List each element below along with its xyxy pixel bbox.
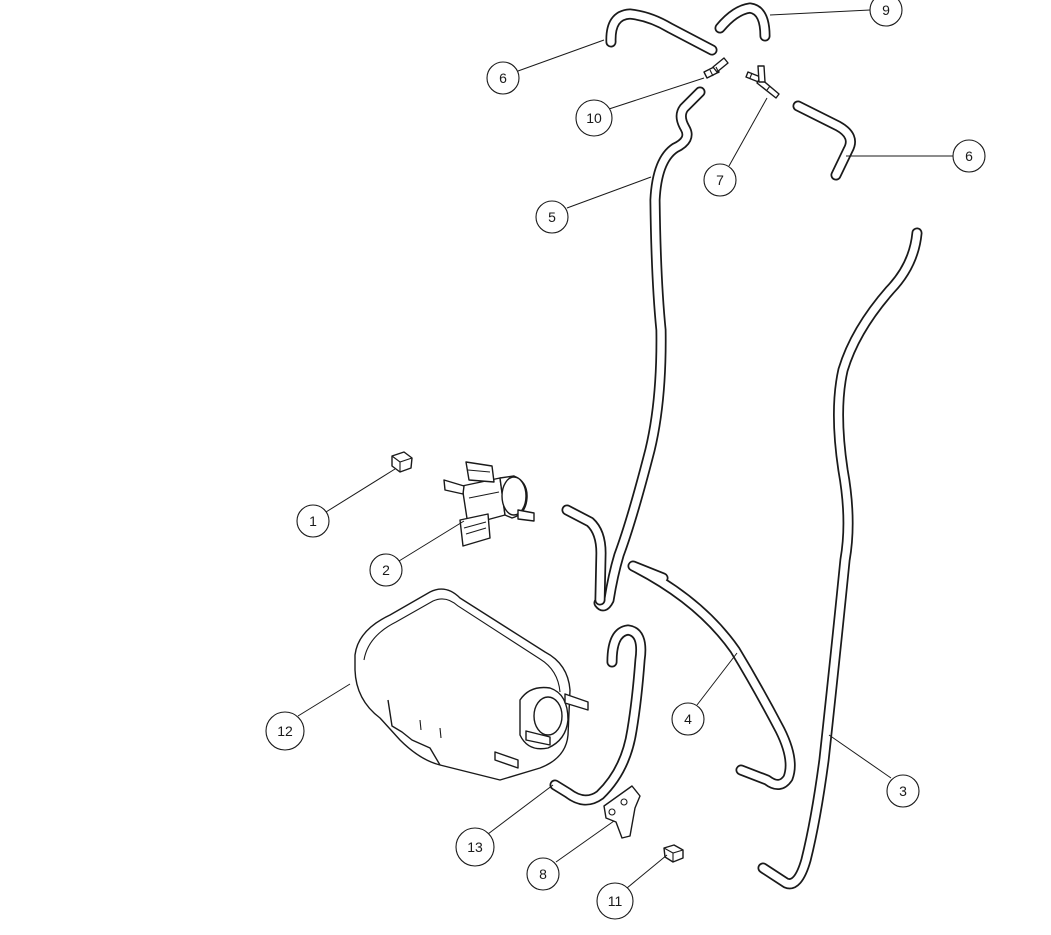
callout-13-label: 13 [467,839,483,855]
tee-connector-7 [745,65,780,99]
hose-4 [627,560,796,790]
callout-10: 10 [575,99,613,137]
hose-3 [757,227,923,890]
purge-valve-2 [443,461,535,547]
callout-3: 3 [886,774,920,808]
screw-11 [663,844,684,863]
leader-lines [297,9,984,889]
callout-4-label: 4 [684,711,692,727]
callout-9: 9 [869,0,903,27]
callout-1: 1 [296,504,330,538]
hose-13 [549,624,647,806]
cap-1 [391,451,413,473]
callout-12-label: 12 [277,723,293,739]
hose-6-right [792,100,856,181]
callout-3-label: 3 [899,783,907,799]
callout-8: 8 [526,857,560,891]
connector-10 [703,57,729,79]
callout-6-upper: 6 [486,61,520,95]
callout-5-label: 5 [548,209,556,225]
callout-6-right-label: 6 [965,148,973,164]
callout-9-label: 9 [882,2,890,18]
callout-1-label: 1 [309,513,317,529]
charcoal-canister-12 [354,588,589,781]
callout-7-label: 7 [716,172,724,188]
callout-2-label: 2 [382,562,390,578]
callout-6-upper-label: 6 [499,70,507,86]
callout-13: 13 [455,827,495,867]
callout-4: 4 [671,702,705,736]
callout-12: 12 [265,711,305,751]
bracket-8 [603,785,641,839]
callout-10-label: 10 [586,110,602,126]
hose-9 [714,2,771,42]
callout-7: 7 [703,163,737,197]
callout-11: 11 [596,882,634,920]
callout-8-label: 8 [539,866,547,882]
hose-6-upper [605,8,718,56]
callout-11-label: 11 [608,893,623,909]
callout-6-right: 6 [952,139,986,173]
callout-5: 5 [535,200,569,234]
hose-short-lower [561,504,607,606]
callout-2: 2 [369,553,403,587]
hose-5 [593,86,706,612]
